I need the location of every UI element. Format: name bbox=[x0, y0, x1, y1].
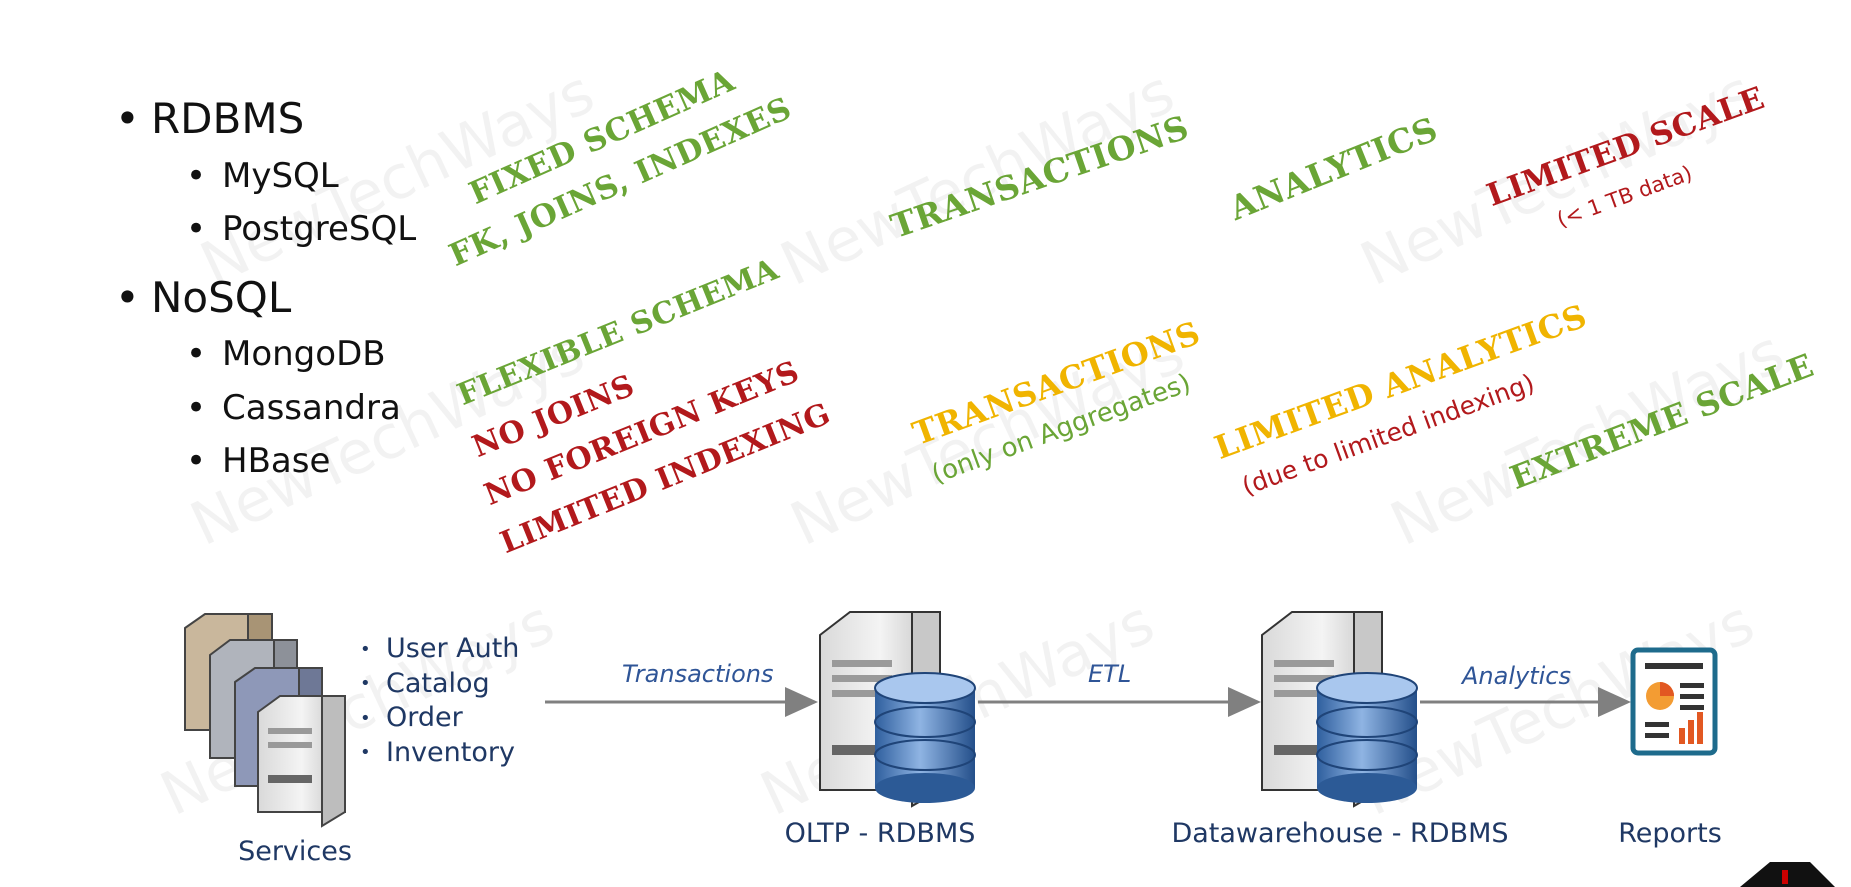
mysql-label: MySQL bbox=[222, 156, 339, 196]
list-item: •Catalog bbox=[360, 667, 490, 699]
list-item-mysql: •MySQL bbox=[186, 156, 339, 196]
postgresql-label: PostgreSQL bbox=[222, 209, 417, 249]
list-item: •User Auth bbox=[360, 633, 520, 664]
flow-label-analytics: Analytics bbox=[1462, 662, 1571, 690]
services-server-icon bbox=[184, 613, 346, 828]
flow-label-etl: ETL bbox=[1088, 660, 1132, 688]
services-caption: Services bbox=[238, 836, 352, 867]
list-item: •Order bbox=[360, 702, 463, 733]
report-icon bbox=[1630, 647, 1718, 756]
service-catalog: Catalog bbox=[386, 667, 490, 699]
nosql-label: NoSQL bbox=[151, 273, 292, 322]
cassandra-label: Cassandra bbox=[222, 388, 401, 428]
datawarehouse-caption: Datawarehouse - RDBMS bbox=[1171, 818, 1509, 849]
list-item-mongodb: •MongoDB bbox=[186, 334, 386, 374]
datawarehouse-database-icon bbox=[1316, 672, 1418, 803]
oltp-database-icon bbox=[874, 672, 976, 803]
hbase-label: HBase bbox=[222, 441, 331, 481]
list-item: •Inventory bbox=[360, 736, 515, 768]
service-order: Order bbox=[386, 702, 463, 733]
list-item-rdbms: •RDBMS bbox=[115, 94, 305, 143]
services-list: •User Auth •Catalog •Order •Inventory bbox=[360, 632, 519, 770]
rdbms-label: RDBMS bbox=[151, 94, 305, 143]
list-item-nosql: •NoSQL bbox=[115, 273, 292, 322]
list-item-hbase: •HBase bbox=[186, 441, 331, 481]
service-user-auth: User Auth bbox=[386, 633, 520, 664]
service-inventory: Inventory bbox=[386, 736, 515, 768]
logo-mark-icon bbox=[1782, 870, 1788, 884]
list-item-cassandra: •Cassandra bbox=[186, 388, 401, 428]
oltp-caption: OLTP - RDBMS bbox=[784, 818, 976, 849]
flow-label-transactions: Transactions bbox=[622, 660, 774, 688]
list-item-postgresql: •PostgreSQL bbox=[186, 209, 417, 249]
reports-caption: Reports bbox=[1618, 818, 1722, 849]
mongodb-label: MongoDB bbox=[222, 334, 386, 374]
